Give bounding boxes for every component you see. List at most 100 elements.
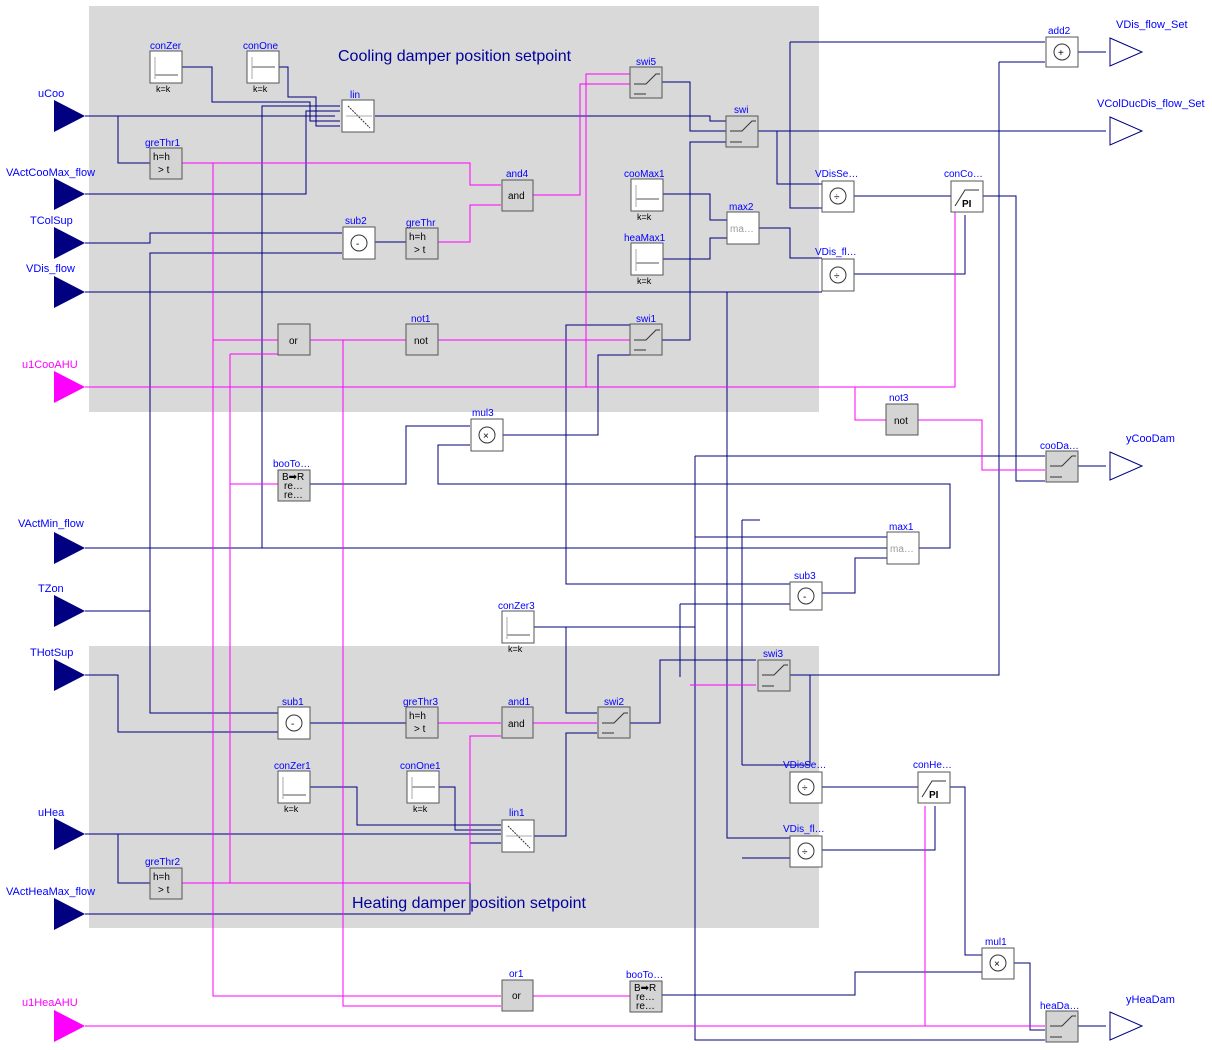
block-text: ma… (890, 544, 914, 555)
block-heaMax1[interactable]: heaMax1 k=k (624, 233, 666, 286)
block-VDisSe-bot[interactable]: VDisSe… ÷ (783, 760, 826, 804)
block-swi3[interactable]: swi3 (757, 649, 791, 692)
input-port-u1HeaAHU[interactable]: u1HeaAHU (22, 997, 85, 1042)
block-symbol: - (803, 592, 806, 603)
block-VDisSe-top[interactable]: VDisSe… ÷ (815, 169, 858, 213)
block-or1[interactable]: or1 or (501, 969, 534, 1012)
block-symbol: - (356, 239, 359, 250)
block-name: swi3 (763, 649, 783, 660)
real-signal-wires (85, 41, 1106, 1041)
block-greThr3[interactable]: greThr3 h=h > t (403, 697, 439, 739)
block-name: not1 (411, 314, 431, 325)
block-swi2[interactable]: swi2 (597, 697, 631, 739)
block-symbol: ÷ (802, 847, 808, 858)
block-swi5[interactable]: swi5 (629, 57, 663, 99)
block-cooMax1[interactable]: cooMax1 k=k (624, 169, 665, 222)
input-port-THotSup[interactable]: THotSup (30, 647, 85, 691)
input-port-VActCooMax_flow[interactable]: VActCooMax_flow (6, 167, 95, 210)
block-greThr2[interactable]: greThr2 h=h > t (145, 857, 183, 900)
block-name: mul1 (985, 937, 1007, 948)
input-port-TColSup[interactable]: TColSup (30, 215, 85, 259)
input-label-u1HeaAHU: u1HeaAHU (22, 997, 78, 1009)
block-swi1[interactable]: swi1 (629, 314, 663, 356)
heating-region-title: Heating damper position setpoint (352, 895, 586, 912)
block-name: or1 (509, 969, 524, 980)
block-not1[interactable]: not1 not (405, 314, 439, 356)
block-booToRea-top[interactable]: booTo… B➡R re… re… (273, 459, 311, 502)
block-name: sub1 (282, 697, 304, 708)
block-cooDam[interactable]: cooDa… (1040, 441, 1079, 483)
block-sub1[interactable]: sub1 - (277, 697, 311, 740)
block-conCoo[interactable]: conCo… PI (944, 169, 984, 213)
block-swi[interactable]: swi (725, 105, 759, 148)
input-label-VActMin_flow: VActMin_flow (18, 518, 84, 530)
block-line1: B➡R (282, 472, 304, 483)
block-name: conCo… (944, 169, 983, 180)
block-conZer[interactable]: conZer k=k (149, 41, 183, 94)
block-conOne[interactable]: conOne k=k (243, 41, 280, 94)
output-port-VDis_flow_Set[interactable]: VDis_flow_Set (1109, 19, 1188, 67)
block-and1[interactable]: and1 and (501, 697, 534, 739)
block-name: heaDa… (1040, 1001, 1079, 1012)
input-port-uHea[interactable]: uHea (38, 807, 85, 850)
input-port-u1CooAHU[interactable]: u1CooAHU (22, 359, 85, 403)
block-VDis_fl-bot[interactable]: VDis_fl… ÷ (783, 824, 825, 868)
block-add2[interactable]: add2 + (1045, 26, 1079, 68)
block-lin1[interactable]: lin1 (501, 808, 535, 853)
block-conZer1[interactable]: conZer1 k=k (274, 761, 311, 814)
input-port-uCoo[interactable]: uCoo (38, 88, 85, 132)
block-heaDam[interactable]: heaDa… (1040, 1001, 1079, 1043)
block-booToRea-bot[interactable]: booTo… B➡R re… re… (626, 970, 663, 1013)
output-label-VColDucDis_flow_Set: VColDucDis_flow_Set (1097, 98, 1205, 110)
block-max1[interactable]: max1 ma… (886, 522, 920, 565)
block-param: k=k (637, 212, 652, 222)
block-greThr[interactable]: greThr h=h > t (405, 218, 439, 260)
block-not3[interactable]: not3 not (885, 393, 919, 436)
block-greThr1[interactable]: greThr1 h=h > t (145, 138, 183, 180)
block-conHea[interactable]: conHe… PI (913, 760, 952, 804)
block-max2[interactable]: max2 ma… (726, 202, 760, 245)
input-port-VActMin_flow[interactable]: VActMin_flow (18, 518, 85, 564)
block-symbol: ÷ (834, 192, 840, 203)
input-label-TZon: TZon (38, 583, 64, 595)
input-label-VDis_flow: VDis_flow (26, 263, 75, 275)
block-line2: > t (414, 245, 426, 256)
block-mul3[interactable]: mul3 × (470, 408, 504, 452)
block-name: max1 (889, 522, 914, 533)
block-conZer3[interactable]: conZer3 k=k (498, 601, 535, 654)
block-mul1[interactable]: mul1 × (981, 937, 1015, 980)
input-port-VDis_flow[interactable]: VDis_flow (26, 263, 85, 308)
block-and4[interactable]: and4 and (501, 169, 534, 212)
block-name: VDisSe… (815, 169, 858, 180)
block-or2[interactable]: or2 or (277, 323, 311, 356)
output-label-yCooDam: yCooDam (1126, 433, 1175, 445)
block-conOne1[interactable]: conOne1 k=k (400, 761, 441, 814)
input-label-THotSup: THotSup (30, 647, 73, 659)
input-port-TZon[interactable]: TZon (38, 583, 85, 627)
block-name: greThr1 (145, 138, 180, 149)
input-port-VActHeaMax_flow[interactable]: VActHeaMax_flow (6, 886, 95, 930)
block-lin[interactable]: lin (341, 90, 375, 133)
block-line3: re… (636, 1001, 655, 1012)
block-line1: h=h (409, 232, 426, 243)
block-symbol: × (483, 431, 489, 442)
output-port-VColDucDis_flow_Set[interactable]: VColDucDis_flow_Set (1097, 98, 1205, 146)
block-name: not3 (889, 393, 909, 404)
block-text: ma… (730, 224, 754, 235)
input-label-TColSup: TColSup (30, 215, 73, 227)
output-port-yHeaDam[interactable]: yHeaDam (1109, 994, 1175, 1041)
block-sub3[interactable]: sub3 - (789, 571, 823, 611)
boolean-signal-wires (85, 73, 1045, 1027)
block-name: mul3 (472, 408, 494, 419)
input-label-uCoo: uCoo (38, 88, 64, 100)
block-text: not (414, 336, 428, 347)
block-symbol: ÷ (834, 271, 840, 282)
output-port-yCooDam[interactable]: yCooDam (1109, 433, 1175, 481)
block-name: conZer (150, 41, 182, 52)
block-sub2[interactable]: sub2 - (342, 216, 376, 260)
block-name: swi5 (636, 57, 656, 68)
block-name: add2 (1048, 26, 1071, 37)
block-VDis_fl-top[interactable]: VDis_fl… ÷ (815, 247, 857, 292)
block-name: VDisSe… (783, 760, 826, 771)
block-param: k=k (637, 276, 652, 286)
